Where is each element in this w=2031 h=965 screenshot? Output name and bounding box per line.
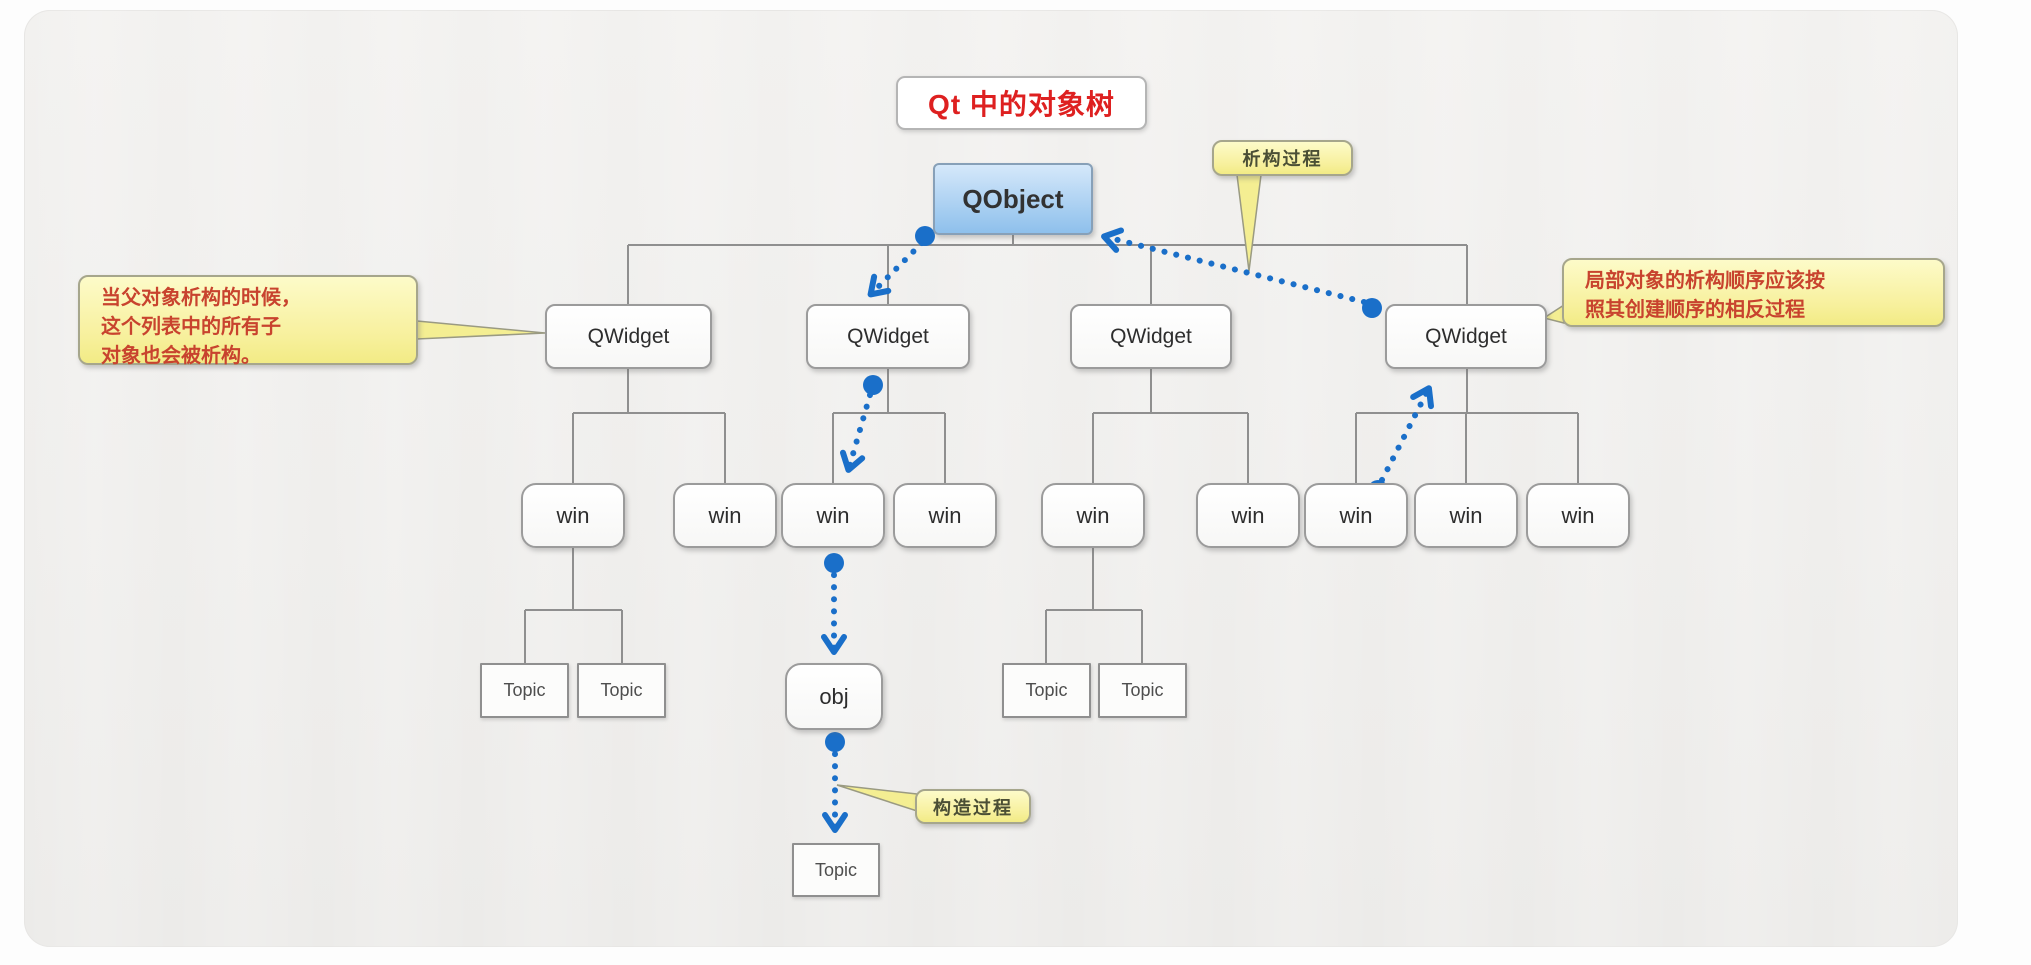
node-label-qwidget-2: QWidget xyxy=(847,324,929,348)
node-qobject: QObject xyxy=(933,163,1093,235)
node-label-win-4: win xyxy=(928,502,962,528)
callout-tail-parent-destruct-note xyxy=(416,320,546,340)
callout-destruct-order-note-line-1: 局部对象的析构顺序应该按 xyxy=(1585,270,1825,292)
chain-dot-win3 xyxy=(824,553,844,573)
callout-parent-destruct-note-line-3: 对象也会被析构。 xyxy=(101,345,261,367)
node-label-win-5: win xyxy=(1076,502,1110,528)
callout-destruct-order-note: 局部对象的析构顺序应该按照其创建顺序的相反过程 xyxy=(1562,258,1945,327)
node-label-win-6: win xyxy=(1231,502,1265,528)
node-qwidget-2: QWidget xyxy=(806,304,970,369)
callout-destruct-process-line-1: 析构过程 xyxy=(1242,149,1323,169)
callout-destruct-process: 析构过程 xyxy=(1212,140,1353,176)
arrow-qobject-to-qwidget2 xyxy=(867,240,925,298)
node-topic-3: Topic xyxy=(1002,663,1091,718)
arrow-qwidget4-to-qobject xyxy=(1101,227,1367,305)
node-win-8: win xyxy=(1414,483,1518,548)
node-label-topic-5: Topic xyxy=(814,859,858,880)
node-obj: obj xyxy=(785,663,883,730)
node-qwidget-3: QWidget xyxy=(1070,304,1232,369)
node-win-5: win xyxy=(1041,483,1145,548)
node-label-win-8: win xyxy=(1449,502,1483,528)
node-label-win-3: win xyxy=(816,502,850,528)
node-label-qobject: QObject xyxy=(962,183,1064,214)
callout-parent-destruct-note: 当父对象析构的时候， 这个列表中的所有子对象也会被析构。 xyxy=(78,275,418,367)
diagram-title-text: Qt 中的对象树 xyxy=(928,89,1115,120)
callout-destruct-order-note-line-2: 照其创建顺序的相反过程 xyxy=(1585,299,1805,321)
node-label-win-7: win xyxy=(1339,502,1373,528)
node-win-1: win xyxy=(521,483,625,548)
node-label-topic-1: Topic xyxy=(503,680,546,700)
node-label-topic-2: Topic xyxy=(600,680,643,700)
node-label-qwidget-4: QWidget xyxy=(1425,324,1507,348)
node-qwidget-4: QWidget xyxy=(1385,304,1547,369)
callout-tail-destruct-order-note xyxy=(1542,303,1565,324)
chain-dot-obj xyxy=(825,732,845,752)
node-label-topic-3: Topic xyxy=(1025,680,1068,700)
node-label-qwidget-3: QWidget xyxy=(1110,324,1192,348)
callout-construct-process: 构造过程 xyxy=(915,789,1031,824)
node-qwidget-1: QWidget xyxy=(545,304,712,369)
tree-connectors xyxy=(524,235,1579,663)
callout-parent-destruct-note-line-1: 当父对象析构的时候， xyxy=(101,287,301,309)
node-label-win-9: win xyxy=(1561,502,1595,528)
chain-dot-qobject xyxy=(915,226,935,246)
construction-chain xyxy=(821,226,935,833)
node-win-6: win xyxy=(1196,483,1300,548)
callout-parent-destruct-note-line-2: 这个列表中的所有子 xyxy=(101,316,281,338)
callout-construct-process-line-1: 构造过程 xyxy=(933,797,1013,818)
node-topic-1: Topic xyxy=(480,663,569,718)
node-label-qwidget-1: QWidget xyxy=(587,324,670,348)
callout-tail-destruct-process xyxy=(1236,174,1262,272)
arrow-win7-to-qwidget4 xyxy=(1379,385,1434,483)
callout-tail-construct-process xyxy=(836,784,918,813)
node-label-obj: obj xyxy=(819,683,849,709)
arrow-qwidget2-to-win3 xyxy=(839,392,873,473)
node-topic-4: Topic xyxy=(1098,663,1187,718)
node-win-4: win xyxy=(893,483,997,548)
node-topic-5: Topic xyxy=(792,843,880,897)
node-win-9: win xyxy=(1526,483,1630,548)
node-label-topic-4: Topic xyxy=(1121,680,1164,700)
node-label-win-2: win xyxy=(708,502,742,528)
chain-dot-qwidget4 xyxy=(1362,298,1382,318)
node-label-win-1: win xyxy=(556,502,590,528)
diagram-title: Qt 中的对象树 xyxy=(896,76,1147,130)
node-win-7: win xyxy=(1304,483,1408,548)
node-win-3: win xyxy=(781,483,885,548)
node-topic-2: Topic xyxy=(577,663,666,718)
node-win-2: win xyxy=(673,483,777,548)
chain-dot-qwidget2 xyxy=(863,375,883,395)
